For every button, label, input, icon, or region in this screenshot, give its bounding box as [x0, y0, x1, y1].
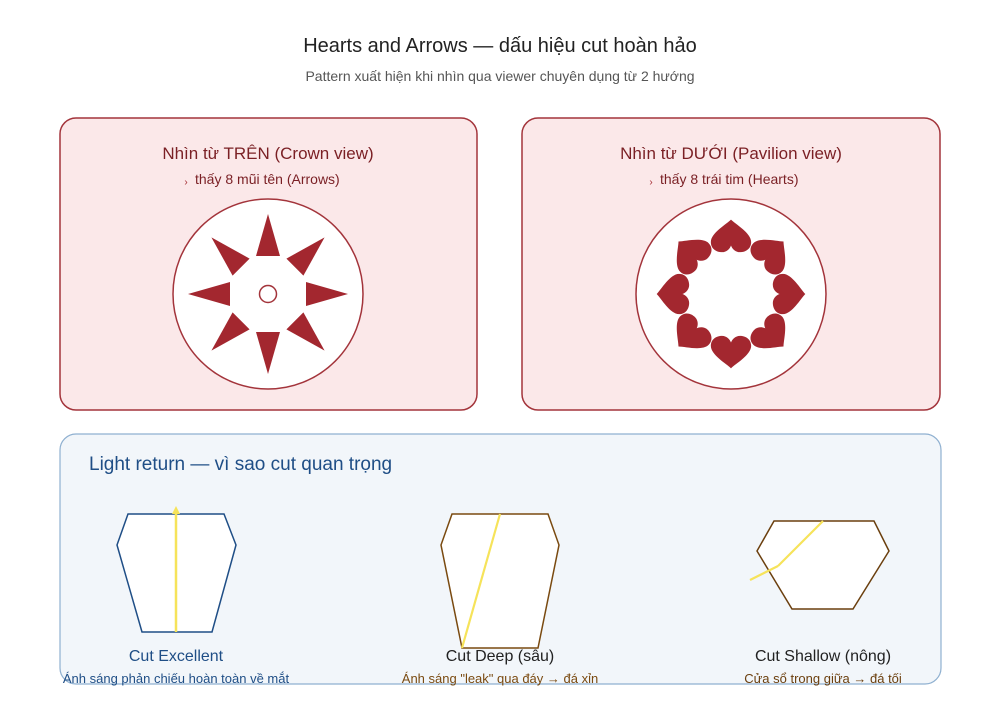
arrow-icon	[211, 312, 250, 351]
cut-shallow-label: Cut Shallow (nông)	[755, 648, 891, 665]
shallow-diamond-profile	[756, 520, 890, 610]
arrow-icon	[286, 237, 325, 276]
cut-shallow-note: Cửa sổ trong giữa → đá tối	[744, 671, 902, 686]
page-subtitle: Pattern xuất hiện khi nhìn qua viewer ch…	[305, 68, 694, 84]
cut-shallow-diagram	[749, 520, 890, 610]
crown-view-panel: Nhìn từ TRÊN (Crown view) › thấy 8 mũi t…	[59, 117, 478, 411]
arrow-icon	[188, 282, 230, 306]
arrow-icon	[256, 332, 280, 374]
pavilion-view-panel: Nhìn từ DƯỚI (Pavilion view) › thấy 8 tr…	[521, 117, 941, 411]
cut-deep-label: Cut Deep (sâu)	[446, 648, 555, 665]
arrow-icon	[211, 237, 250, 276]
shallow-light-ray-exit	[749, 565, 779, 581]
arrow-icon	[306, 282, 348, 306]
caption-bullet-icon: ›	[649, 177, 652, 188]
heart-icon	[676, 239, 712, 275]
light-arrow-icon	[172, 506, 180, 514]
heart-icon	[710, 335, 752, 369]
crown-panel-heading: Nhìn từ TRÊN (Crown view)	[162, 144, 373, 163]
page-title: Hearts and Arrows — dấu hiệu cut hoàn hả…	[303, 35, 697, 57]
heart-icon	[750, 313, 786, 349]
heart-icon	[656, 273, 690, 315]
arrow-icon	[256, 214, 280, 256]
pavilion-panel-heading: Nhìn từ DƯỚI (Pavilion view)	[620, 144, 842, 163]
deep-diamond-profile	[440, 513, 560, 649]
cut-excellent-diagram	[116, 506, 237, 633]
heart-icon	[710, 219, 752, 253]
arrow-icon	[286, 312, 325, 351]
heart-icon	[750, 239, 786, 275]
crown-table-center	[258, 284, 278, 304]
pavilion-panel-caption: thấy 8 trái tim (Hearts)	[660, 171, 798, 187]
light-return-heading: Light return — vì sao cut quan trọng	[89, 454, 392, 475]
hearts-pattern	[656, 219, 806, 369]
light-return-panel: Light return — vì sao cut quan trọng Cut…	[59, 433, 942, 686]
cut-deep-diagram	[440, 513, 560, 649]
arrows-pattern	[188, 214, 348, 374]
heart-icon	[676, 313, 712, 349]
deep-light-ray	[460, 513, 502, 649]
caption-bullet-icon: ›	[184, 177, 187, 188]
crown-panel-caption: thấy 8 mũi tên (Arrows)	[195, 171, 340, 187]
cut-excellent-label: Cut Excellent	[129, 648, 224, 665]
cut-excellent-note: Ánh sáng phản chiếu hoàn toàn về mắt	[63, 671, 290, 686]
shallow-light-ray	[777, 520, 824, 567]
heart-icon	[772, 273, 806, 315]
cut-deep-note: Ánh sáng "leak" qua đáy → đá xỉn	[402, 671, 598, 686]
